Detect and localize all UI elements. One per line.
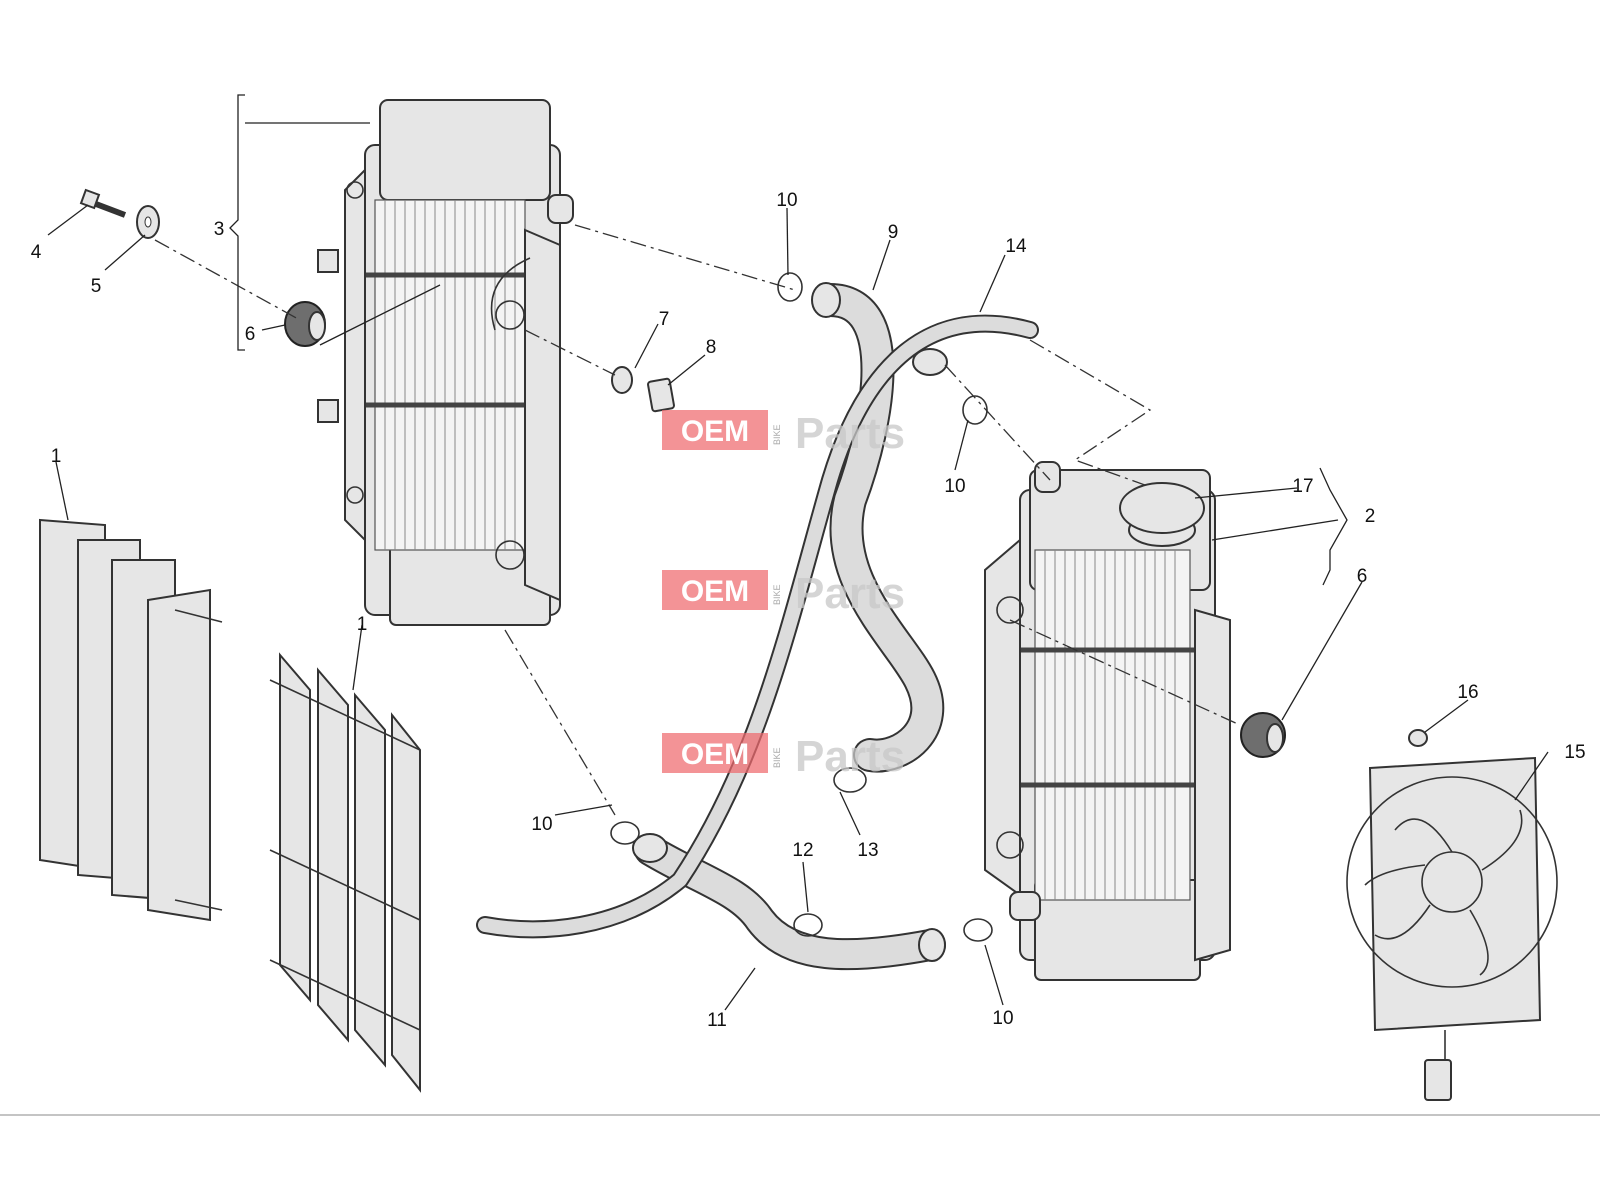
svg-text:OEM: OEM <box>681 575 749 608</box>
callout-14: 14 <box>1005 236 1027 257</box>
radiator-cap <box>1119 482 1205 547</box>
callout-7: 7 <box>659 309 670 330</box>
leader-lines <box>47 94 1549 1011</box>
left-radiator-core <box>365 199 526 551</box>
callout-15: 15 <box>1564 742 1585 763</box>
spacer-7 <box>611 366 633 394</box>
svg-text:BIKE: BIKE <box>772 424 782 445</box>
callout-12: 12 <box>792 840 813 861</box>
breather-hose-14 <box>476 314 1039 939</box>
callout-6: 6 <box>1357 566 1368 587</box>
louver-frame <box>269 652 421 1093</box>
svg-text:Parts: Parts <box>795 732 905 781</box>
callout-2: 2 <box>1365 506 1376 527</box>
callout-1: 1 <box>51 446 62 467</box>
left-radiator <box>317 99 574 626</box>
svg-text:BIKE: BIKE <box>772 747 782 768</box>
bolt-4 <box>79 188 127 218</box>
svg-text:OEM: OEM <box>681 415 749 448</box>
grommet-16 <box>1408 729 1428 747</box>
callout-11: 11 <box>707 1010 727 1031</box>
svg-text:Parts: Parts <box>795 409 905 458</box>
right-radiator <box>984 461 1231 981</box>
callout-10: 10 <box>776 190 797 211</box>
rubber-bushing-6-right <box>1240 712 1286 758</box>
callout-3: 3 <box>214 219 225 240</box>
callout-10: 10 <box>944 476 965 497</box>
louver-grilles <box>39 518 223 922</box>
callout-10: 10 <box>992 1008 1013 1029</box>
callout-5: 5 <box>91 276 102 297</box>
rubber-bushing-6-left <box>284 301 326 347</box>
hose-11 <box>632 833 946 971</box>
watermark: OEM BIKE Parts OEM BIKE Parts OEM BIKE P… <box>662 409 905 781</box>
callout-8: 8 <box>706 337 717 358</box>
assembly-lines <box>154 224 1241 816</box>
washer-5 <box>136 205 160 239</box>
clamp-icon <box>610 272 993 942</box>
callout-1: 1 <box>357 614 368 635</box>
right-radiator-core <box>1020 549 1195 901</box>
svg-text:Parts: Parts <box>795 569 905 618</box>
callout-6: 6 <box>245 324 256 345</box>
fan-icon <box>1346 756 1558 1101</box>
callout-9: 9 <box>888 222 899 243</box>
callout-4: 4 <box>31 242 42 263</box>
callout-17: 17 <box>1292 476 1313 497</box>
callout-labels: 1 1 2 3 4 5 6 6 7 8 9 10 10 10 10 11 12 … <box>31 190 1586 1031</box>
callout-16: 16 <box>1457 682 1478 703</box>
svg-text:BIKE: BIKE <box>772 584 782 605</box>
callout-10: 10 <box>531 814 552 835</box>
callout-13: 13 <box>857 840 878 861</box>
svg-text:OEM: OEM <box>681 738 749 771</box>
nut-8 <box>647 377 675 413</box>
hose-9 <box>811 282 945 773</box>
